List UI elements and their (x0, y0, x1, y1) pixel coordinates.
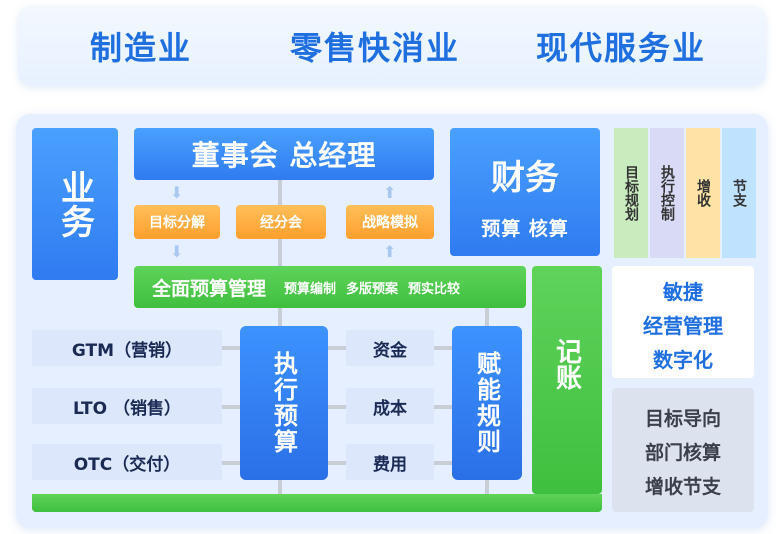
col-goal-planning: 目标规划 (614, 128, 648, 258)
budget-management-title: 全面预算管理 (152, 277, 267, 300)
agile-line-2: 经营管理 (643, 314, 723, 338)
agile-panel: 敏捷 经营管理 数字化 (612, 266, 754, 378)
finance-subtitle: 预算 核算 (481, 218, 569, 240)
connector-fund (328, 346, 346, 350)
budget-item-compare: 预实比较 (408, 281, 461, 297)
connector-lto (222, 405, 240, 409)
col-execution-control: 执行控制 (650, 128, 684, 258)
arrow-up-icon: ⬆ (383, 183, 397, 202)
budget-management-bar: 全面预算管理 预算编制 多版预案 预实比较 (134, 266, 526, 308)
col-cost-saving: 节支 (722, 128, 756, 258)
planning-strategy-sim: 战略模拟 (346, 205, 434, 239)
finance-title: 财务 (491, 158, 559, 198)
resource-cost: 成本 (346, 388, 434, 424)
connector-expense (328, 461, 346, 465)
business-label: 业务 (54, 170, 95, 238)
planning-goal-decompose: 目标分解 (134, 205, 220, 239)
industry-services: 现代服务业 (535, 29, 706, 67)
goals-line-1: 目标导向 (644, 408, 721, 430)
business-block: 业务 (32, 128, 118, 280)
bottom-green-strip (32, 494, 602, 512)
board-block: 董事会 总经理 (134, 128, 434, 180)
agile-line-1: 敏捷 (663, 280, 703, 304)
resource-fund: 资金 (346, 330, 434, 366)
empower-rules-block: 赋能规则 (452, 326, 522, 480)
process-gtm: GTM（营销） (32, 330, 222, 366)
bookkeeping-label: 记账 (551, 338, 582, 390)
connector-cost (328, 405, 346, 409)
connector-otc (222, 461, 240, 465)
goals-line-3: 增收节支 (644, 476, 721, 498)
connector-expense-right (434, 461, 452, 465)
bookkeeping-block: 记账 (532, 266, 602, 494)
budget-item-compile: 预算编制 (284, 281, 337, 297)
process-otc: OTC（交付） (32, 444, 222, 480)
goals-line-2: 部门核算 (644, 442, 721, 464)
execute-budget-block: 执行预算 (240, 326, 328, 480)
industry-banner: 制造业 零售快消业 现代服务业 (18, 6, 766, 86)
budget-item-versions: 多版预案 (346, 281, 399, 297)
agile-line-3: 数字化 (653, 348, 713, 372)
connector-cost-right (434, 405, 452, 409)
col-revenue-increase: 增收 (686, 128, 720, 258)
arrow-up-icon: ⬆ (383, 242, 397, 261)
industry-manufacturing: 制造业 (89, 29, 192, 67)
connector-fund-right (434, 346, 452, 350)
arrow-down-icon: ⬇ (170, 242, 184, 261)
process-lto: LTO （销售） (32, 388, 222, 424)
industry-retail: 零售快消业 (289, 29, 460, 67)
resource-expense: 费用 (346, 444, 434, 480)
connector-gtm (222, 346, 240, 350)
planning-analysis-meeting: 经分会 (236, 205, 326, 239)
arrow-down-icon: ⬇ (170, 183, 184, 202)
finance-block: 财务 预算 核算 (450, 128, 600, 256)
goals-panel: 目标导向 部门核算 增收节支 (612, 388, 754, 512)
